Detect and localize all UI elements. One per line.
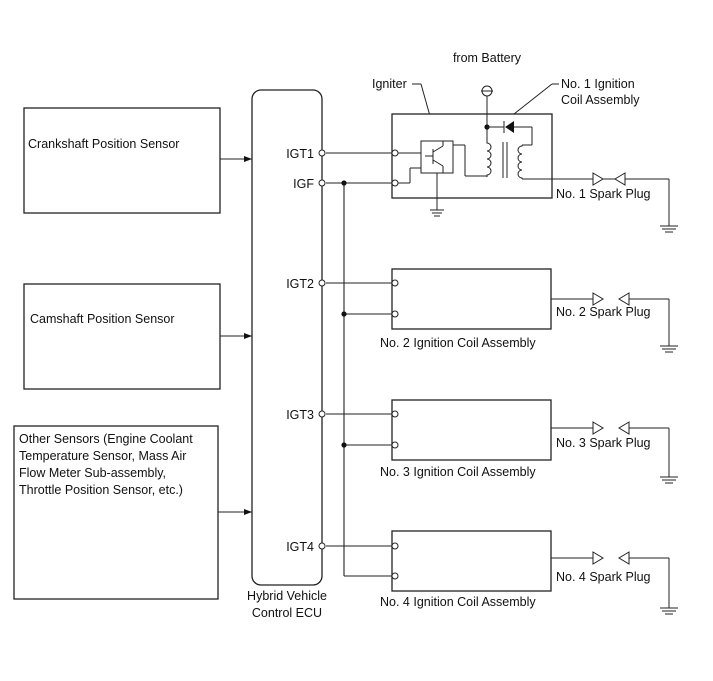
coil-4-label: No. 4 Ignition Coil Assembly [380,595,536,609]
pin-igt4-label: IGT4 [286,540,314,554]
coil-4-assembly: No. 4 Ignition Coil Assembly [380,530,552,609]
from-battery-label: from Battery [453,51,522,65]
spark-plug-1-label: No. 1 Spark Plug [556,187,651,201]
other-sensors-line-1: Other Sensors (Engine Coolant [19,432,193,446]
pin-igt2-label: IGT2 [286,277,314,291]
spark-plug-1: No. 1 Spark Plug [552,172,678,233]
other-sensors-block: Other Sensors (Engine Coolant Temperatur… [13,425,252,600]
ecu-block: Hybrid Vehicle Control ECU IGT1 IGF IGT2… [247,89,327,620]
ecu-label-line-1: Hybrid Vehicle [247,589,327,603]
spark-plug-2-label: No. 2 Spark Plug [556,305,651,319]
spark-plug-4: No. 4 Spark Plug [551,551,678,615]
spark-plug-2: No. 2 Spark Plug [551,292,678,353]
pin-igt3-label: IGT3 [286,408,314,422]
coil-3-assembly: No. 3 Ignition Coil Assembly [380,399,552,479]
coil-1-label-line-1: No. 1 Ignition [561,77,635,91]
other-sensors-line-3: Flow Meter Sub-assembly, [19,466,166,480]
spark-plug-3: No. 3 Spark Plug [551,421,678,484]
spark-plug-3-label: No. 3 Spark Plug [556,436,651,450]
igf-bus [326,180,392,577]
other-sensors-line-4: Throttle Position Sensor, etc.) [19,483,183,497]
coil-2-label: No. 2 Ignition Coil Assembly [380,336,536,350]
coil-1-assembly: from Battery Igniter No. 1 Ignition Coil… [372,51,640,217]
camshaft-sensor-label: Camshaft Position Sensor [30,312,175,326]
ecu-terminals [318,149,326,550]
crankshaft-sensor-label: Crankshaft Position Sensor [28,137,179,151]
camshaft-sensor-block: Camshaft Position Sensor [23,283,252,390]
crankshaft-sensor-block: Crankshaft Position Sensor [23,107,252,214]
spark-plug-4-label: No. 4 Spark Plug [556,570,651,584]
coil-1-label-line-2: Coil Assembly [561,93,640,107]
igt-signal-wires [326,152,392,547]
pin-igt1-label: IGT1 [286,147,314,161]
pin-igf-label: IGF [293,177,314,191]
coil-2-assembly: No. 2 Ignition Coil Assembly [380,268,552,350]
coil-3-label: No. 3 Ignition Coil Assembly [380,465,536,479]
other-sensors-line-2: Temperature Sensor, Mass Air [19,449,186,463]
igniter-label: Igniter [372,77,407,91]
ecu-label-line-2: Control ECU [252,606,322,620]
